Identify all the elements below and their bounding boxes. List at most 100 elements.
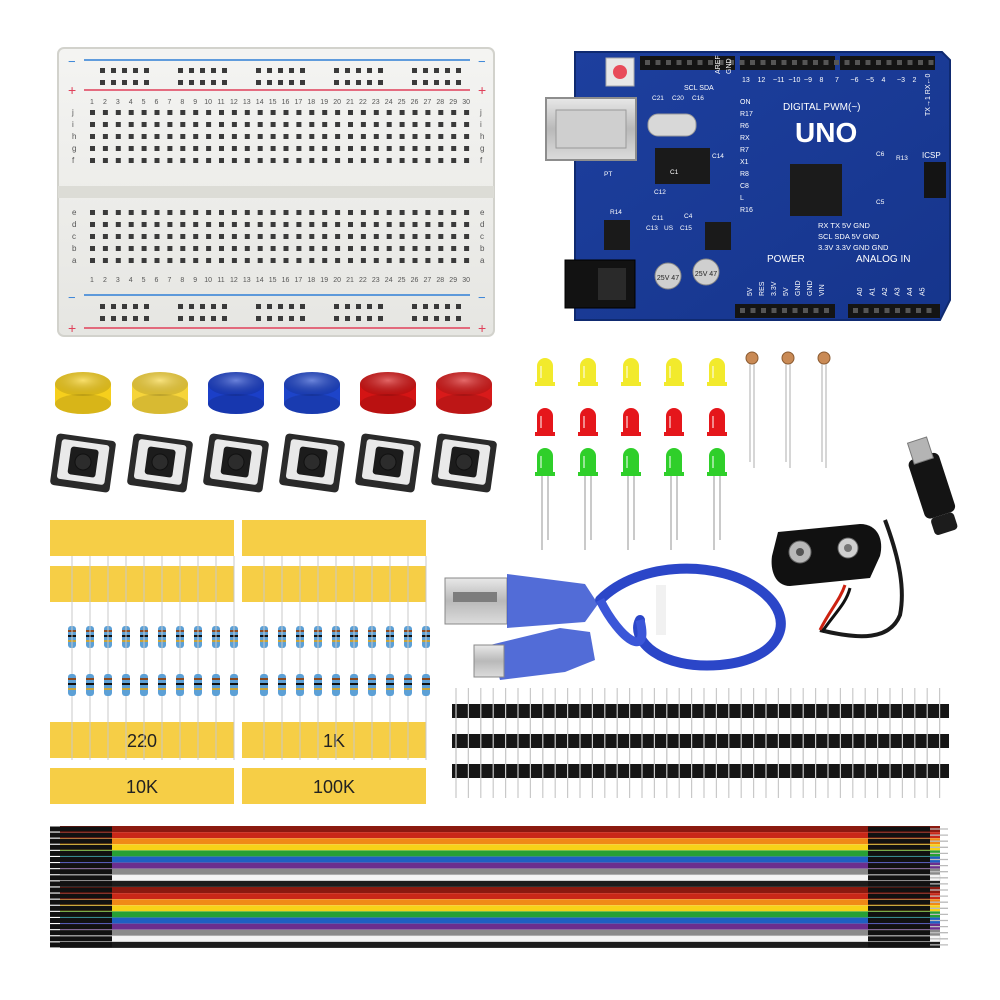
jumper-connector-left [50, 918, 112, 923]
breadboard-hole [283, 158, 289, 163]
breadboard-hole [335, 246, 341, 251]
breadboard-hole [128, 110, 134, 115]
row-letter: e [72, 208, 77, 217]
jumper-connector-left [50, 838, 112, 844]
reset-button-cap [613, 65, 627, 79]
breadboard-hole [270, 146, 276, 151]
power-rail-hole [144, 304, 149, 309]
breadboard-hole [373, 146, 379, 151]
column-number: 20 [333, 277, 341, 284]
side-label: R17 [740, 111, 753, 118]
breadboard-hole [244, 110, 250, 115]
breadboard-hole [180, 234, 186, 239]
jumper-wire [59, 874, 941, 882]
jumper-connector-left [50, 875, 112, 881]
power-rail-hole [289, 68, 294, 73]
power-rail-hole [423, 80, 428, 85]
breadboard-hole [206, 210, 212, 215]
power-rail-hole [434, 80, 439, 85]
uno-pin-headers [640, 56, 940, 318]
photoresistor [781, 351, 795, 468]
breadboard-hole [231, 122, 237, 127]
breadboard-hole [193, 210, 199, 215]
column-number: 7 [167, 277, 171, 284]
breadboard-hole [219, 222, 224, 227]
jumper-wire [60, 917, 940, 924]
power-rail-hole [222, 68, 227, 73]
power-rail-hole [133, 316, 138, 321]
breadboard-hole [193, 246, 199, 251]
power-rail-hole [334, 68, 339, 73]
jumper-connector-right [868, 826, 930, 832]
power-rail-hole [256, 316, 261, 321]
breadboard-hole [180, 134, 186, 139]
jumper-connector-right [868, 869, 930, 875]
crystal-oscillator [647, 113, 697, 137]
power-rail-hole [178, 68, 183, 73]
breadboard-hole [244, 146, 250, 151]
jumper-connector-right [868, 930, 930, 936]
breadboard-hole [167, 158, 173, 163]
jumper-connector-right [868, 918, 930, 923]
breadboard-hole [335, 146, 341, 151]
jumper-wire [60, 844, 940, 851]
jumper-connector-left [50, 832, 112, 838]
breadboard-hole [438, 158, 444, 163]
power-rail-hole [445, 80, 450, 85]
breadboard-hole [257, 222, 263, 227]
digital-pin-label: 7 [835, 77, 839, 84]
breadboard-hole [244, 222, 250, 227]
breadboard-hole [180, 210, 186, 215]
jumper-connector-left [50, 881, 112, 887]
breadboard-hole [128, 146, 134, 151]
breadboard-hole [309, 222, 315, 227]
resistor-label-tape [242, 768, 426, 804]
breadboard-hole [90, 146, 95, 151]
power-rail-hole [111, 68, 116, 73]
column-number: 13 [243, 277, 251, 284]
breadboard-hole [244, 158, 250, 163]
breadboard-hole [386, 222, 392, 227]
breadboard-hole [425, 222, 431, 227]
breadboard-hole [193, 122, 199, 127]
analog-header [848, 304, 940, 318]
power-pin-label: 3.3V [771, 281, 778, 296]
breadboard-hole [296, 258, 302, 263]
breadboard-hole [90, 258, 95, 263]
jumper-wire [59, 935, 941, 943]
power-rail-hole [334, 80, 339, 85]
breadboard-hole [154, 158, 160, 163]
breadboard-hole [335, 210, 341, 215]
power-rail-hole [423, 68, 428, 73]
breadboard-hole [257, 110, 263, 115]
breadboard-hole [128, 210, 134, 215]
column-number: 18 [307, 99, 315, 106]
jumper-connector-left [50, 826, 112, 832]
part-label: C21 [652, 95, 664, 102]
jumper-wire [60, 826, 940, 832]
breadboard-hole [425, 246, 431, 251]
row-letter: c [480, 232, 484, 241]
breadboard-hole [115, 222, 121, 227]
breadboard-hole [464, 134, 470, 139]
breadboard-hole [128, 122, 134, 127]
breadboard-plus-top-right: + [478, 82, 486, 98]
power-rail-hole [211, 304, 216, 309]
breadboard-minus-top: − [68, 54, 76, 69]
power-rail-hole [211, 316, 216, 321]
dc-plug-cable [818, 436, 958, 639]
breadboard-hole [296, 222, 302, 227]
button-cap [436, 372, 492, 414]
voltage-regulator [604, 220, 630, 250]
breadboard-hole [412, 110, 418, 115]
power-rail-hole [122, 304, 127, 309]
column-number: 10 [204, 99, 212, 106]
breadboard-hole [425, 210, 431, 215]
breadboard-hole [115, 158, 121, 163]
breadboard-hole [360, 134, 366, 139]
part-label: C14 [712, 153, 724, 160]
breadboard-hole [141, 158, 147, 163]
breadboard-hole [360, 110, 366, 115]
digital-pin-label: ~6 [851, 77, 859, 84]
breadboard-hole [102, 210, 108, 215]
